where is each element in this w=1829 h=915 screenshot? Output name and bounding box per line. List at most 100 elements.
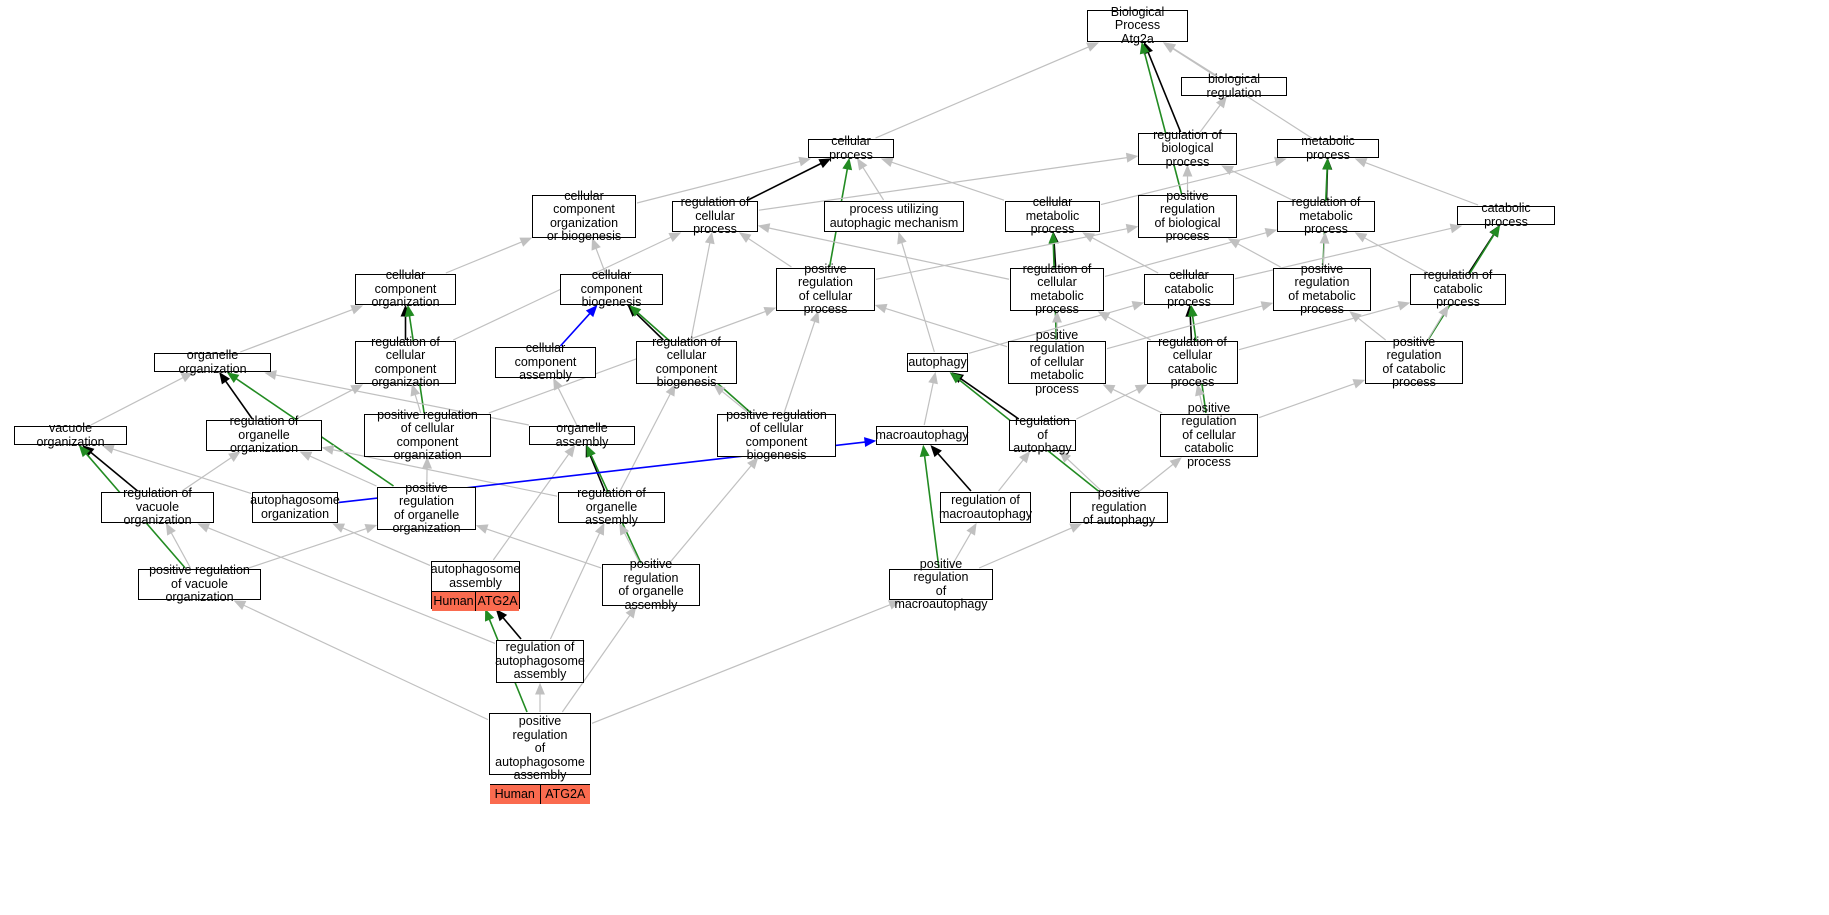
- go-term-node[interactable]: organelle assembly: [529, 421, 635, 448]
- go-term-node[interactable]: regulation of autophagy: [1009, 415, 1076, 455]
- edge-is_a: [1076, 388, 1138, 420]
- edge-arrowhead: [586, 444, 596, 458]
- go-term-node[interactable]: regulation of metabolic process: [1277, 196, 1375, 236]
- go-term-node[interactable]: positive regulation of metabolic process: [1273, 262, 1371, 316]
- edge-arrowhead: [364, 524, 378, 534]
- go-term-node[interactable]: organelle organization: [154, 348, 271, 375]
- go-term-node[interactable]: cellular component organization: [355, 269, 456, 309]
- edge-is_a: [747, 238, 792, 268]
- go-term-node[interactable]: regulation of organelle organization: [206, 415, 322, 455]
- edge-arrowhead: [880, 157, 894, 168]
- edge-is_a: [1427, 314, 1444, 341]
- go-term-node[interactable]: regulation of biological process: [1138, 128, 1237, 168]
- go-term-label: positive regulation of cellular componen…: [726, 407, 827, 462]
- edge-arrowhead: [763, 306, 777, 317]
- go-term-node[interactable]: positive regulation of vacuole organizat…: [138, 564, 261, 604]
- edge-regulates: [1147, 51, 1182, 133]
- go-term-node[interactable]: autophagy: [907, 353, 968, 372]
- go-term-node[interactable]: positive regulation of organelle assembl…: [602, 557, 700, 611]
- edge-arrowhead: [422, 456, 432, 469]
- edge-arrowhead: [704, 231, 715, 245]
- go-term-node[interactable]: positive regulation of catabolic process: [1365, 335, 1463, 389]
- edge-regulates: [1053, 242, 1057, 268]
- go-term-label: macroautophagy: [875, 427, 969, 442]
- edge-arrowhead: [535, 682, 545, 695]
- go-term-node[interactable]: positive regulation of cellular componen…: [364, 408, 491, 462]
- go-term-node[interactable]: biological regulation: [1181, 72, 1287, 99]
- edge-arrowhead: [856, 157, 868, 171]
- edge-arrowhead: [949, 372, 962, 384]
- go-term-node[interactable]: metabolic process: [1277, 134, 1379, 161]
- go-term-node[interactable]: cellular process: [808, 134, 894, 161]
- go-term-node[interactable]: positive regulation of autophagosome ass…: [489, 713, 591, 804]
- go-term-node[interactable]: catabolic process: [1457, 201, 1555, 228]
- go-term-node[interactable]: positive regulation of autophagy: [1070, 487, 1168, 527]
- edge-arrowhead: [1349, 311, 1362, 323]
- edge-arrowhead: [1162, 42, 1176, 53]
- go-term-label: positive regulation of organelle assembl…: [618, 557, 684, 612]
- go-term-node[interactable]: cellular component organization or bioge…: [532, 189, 636, 243]
- go-term-node[interactable]: positive regulation of cellular componen…: [717, 408, 836, 462]
- go-term-node[interactable]: regulation of catabolic process: [1410, 269, 1506, 309]
- edge-arrowhead: [757, 223, 771, 233]
- go-term-node[interactable]: positive regulation of cellular cataboli…: [1160, 401, 1258, 468]
- go-term-label: organelle assembly: [555, 421, 609, 449]
- go-term-node[interactable]: regulation of organelle assembly: [558, 487, 665, 527]
- go-term-node[interactable]: Biological Process Atg2a: [1087, 5, 1188, 45]
- go-term-node[interactable]: regulation of autophagosome assembly: [495, 640, 585, 683]
- go-term-node[interactable]: regulation of macroautophagy: [938, 492, 1033, 523]
- go-term-node[interactable]: positive regulation of macroautophagy: [889, 557, 993, 611]
- go-term-node[interactable]: cellular metabolic process: [1005, 196, 1100, 236]
- go-term-node[interactable]: positive regulation of organelle organiz…: [377, 481, 476, 535]
- edge-arrowhead: [1264, 228, 1278, 238]
- edge-is_a: [561, 614, 631, 713]
- go-term-node[interactable]: process utilizing autophagic mechanism: [824, 201, 964, 232]
- edge-arrowhead: [594, 522, 605, 536]
- edge-is_a: [549, 532, 601, 640]
- go-term-node[interactable]: regulation of cellular catabolic process: [1147, 335, 1238, 389]
- edge-arrowhead: [591, 237, 601, 251]
- go-term-node[interactable]: cellular catabolic process: [1144, 269, 1234, 309]
- go-term-node[interactable]: vacuole organization: [14, 421, 127, 448]
- go-term-node[interactable]: positive regulation of biological proces…: [1138, 189, 1237, 243]
- go-term-node[interactable]: autophagosome organization: [250, 492, 340, 523]
- edge-arrowhead: [564, 444, 576, 458]
- go-term-node[interactable]: regulation of cellular component biogene…: [636, 335, 737, 389]
- edge-arrowhead: [410, 383, 421, 397]
- go-term-node[interactable]: regulation of cellular metabolic process: [1010, 262, 1104, 316]
- edge-arrowhead: [475, 524, 489, 534]
- go-term-label: cellular component organization: [371, 268, 440, 310]
- edge-is_a: [492, 453, 570, 561]
- edge-arrowhead: [713, 384, 726, 396]
- go-term-node[interactable]: cellular component assembly: [495, 342, 596, 382]
- go-term-node[interactable]: regulation of vacuole organization: [101, 487, 214, 527]
- edge-is_a: [950, 532, 972, 569]
- edge-is_a: [1258, 383, 1355, 419]
- edge-arrowhead: [919, 444, 930, 458]
- edge-arrowhead: [738, 232, 752, 243]
- edge-is_a: [1100, 160, 1276, 206]
- go-term-label: regulation of organelle assembly: [577, 486, 646, 528]
- edge-arrowhead: [1131, 301, 1145, 311]
- go-term-node[interactable]: cellular component biogenesis: [560, 269, 663, 309]
- edge-arrowhead: [887, 600, 901, 610]
- go-term-node[interactable]: regulation of cellular process: [672, 196, 758, 236]
- edge-arrowhead: [1397, 300, 1411, 311]
- edge-is_a: [623, 532, 641, 564]
- edge-arrowhead: [264, 370, 277, 380]
- edge-is_a: [619, 393, 671, 492]
- edge-arrowhead: [1125, 223, 1139, 234]
- edge-is_a: [721, 390, 750, 414]
- edge-arrowhead: [332, 523, 346, 533]
- go-term-node[interactable]: positive regulation of cellular metaboli…: [1008, 328, 1106, 395]
- go-term-node[interactable]: positive regulation of cellular process: [776, 262, 875, 316]
- go-term-node[interactable]: macroautophagy: [875, 426, 969, 445]
- edge-is_a: [1106, 305, 1263, 350]
- edge-is_a: [783, 321, 816, 414]
- edge-arrowhead: [1052, 310, 1062, 323]
- edge-is_a: [488, 310, 766, 414]
- go-term-node[interactable]: regulation of cellular component organiz…: [355, 335, 456, 389]
- go-term-label: regulation of macroautophagy: [938, 493, 1033, 521]
- edge-arrowhead: [519, 237, 533, 247]
